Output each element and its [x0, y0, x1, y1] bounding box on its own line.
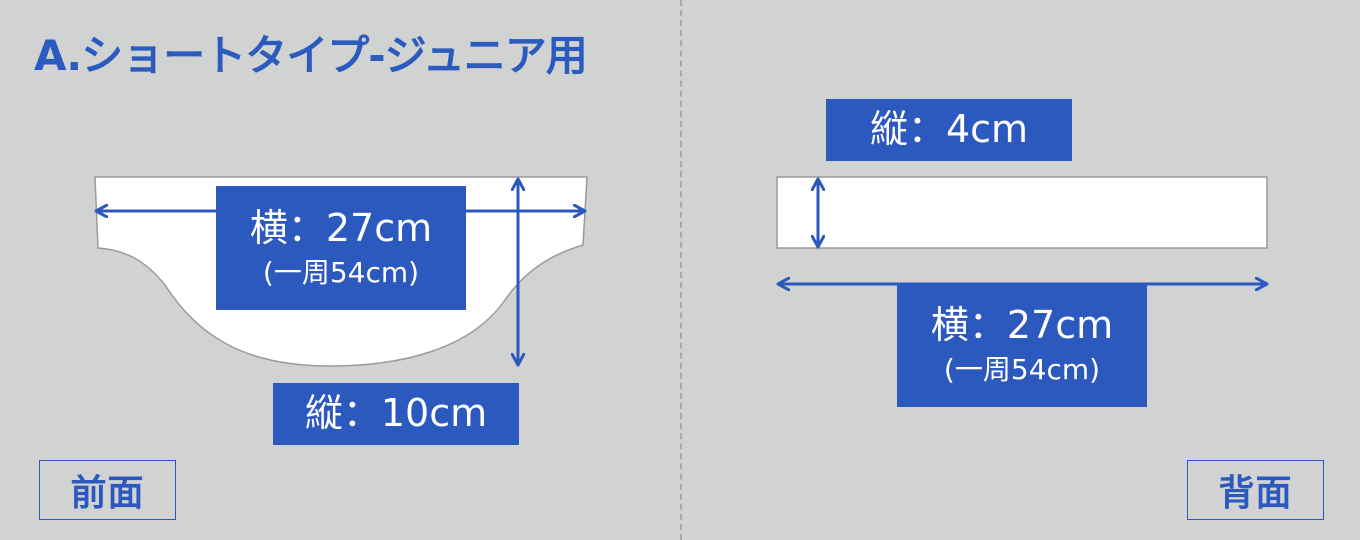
- diagram-title: A.ショートタイプ-ジュニア用: [34, 31, 588, 80]
- back-height-text: 縦：4cm: [869, 107, 1029, 152]
- front-width-text: 横：27cm: [249, 206, 433, 251]
- front-height-label: 縦：10cm: [273, 383, 519, 445]
- back-width-label: 横：27cm (一周54cm): [897, 283, 1147, 407]
- back-panel-tag: 背面: [1187, 460, 1324, 520]
- back-width-subtext: (一周54cm): [943, 353, 1101, 386]
- back-piece-shape: [776, 176, 1268, 249]
- front-width-label: 横：27cm (一周54cm): [216, 186, 466, 310]
- back-height-label: 縦：4cm: [826, 99, 1072, 161]
- back-width-text: 横：27cm: [930, 303, 1114, 348]
- front-width-subtext: (一周54cm): [262, 256, 420, 289]
- front-height-text: 縦：10cm: [304, 391, 488, 436]
- panel-divider: [680, 0, 682, 540]
- front-panel-tag: 前面: [39, 460, 176, 520]
